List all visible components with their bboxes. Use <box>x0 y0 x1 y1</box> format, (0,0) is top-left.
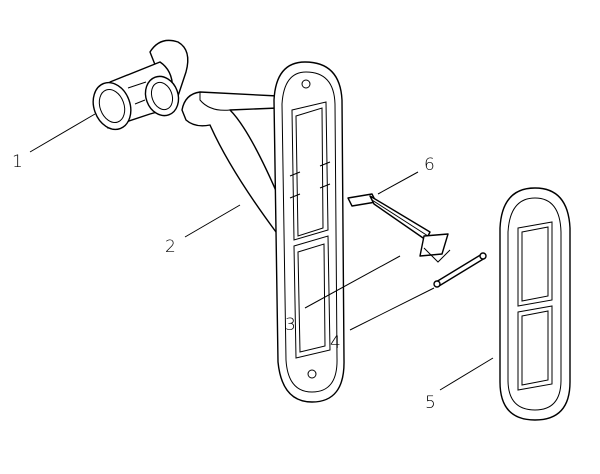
leader-1 <box>29 113 96 153</box>
part-1-tee-fitting <box>92 39 189 131</box>
part-3-6-slider <box>347 193 451 263</box>
leader-3 <box>304 255 401 309</box>
leader-4 <box>349 287 435 331</box>
callout-2: 2 <box>165 237 176 257</box>
callout-4: 4 <box>330 333 341 353</box>
callout-6: 6 <box>424 155 435 175</box>
part-5-cover <box>499 187 571 421</box>
leader-2 <box>184 204 241 238</box>
leader-6 <box>377 171 419 195</box>
leader-lines <box>29 113 494 391</box>
callout-1: 1 <box>12 152 23 172</box>
callout-3: 3 <box>285 315 296 335</box>
part-4-pin <box>433 252 487 288</box>
leader-5 <box>439 357 494 391</box>
callout-5: 5 <box>425 393 436 413</box>
part-2-bracket <box>181 61 345 403</box>
